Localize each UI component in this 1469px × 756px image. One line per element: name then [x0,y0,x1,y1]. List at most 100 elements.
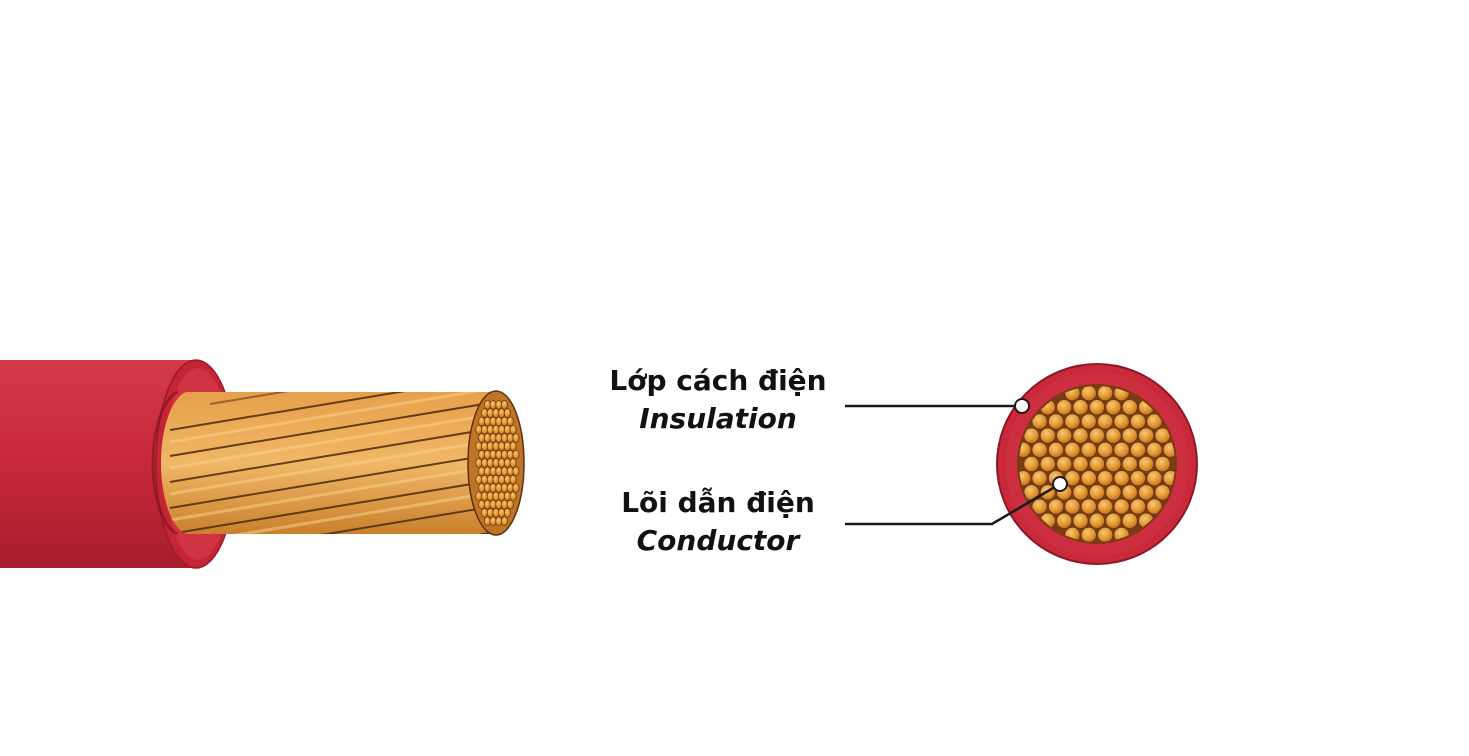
strand-end [503,441,511,452]
strand-end [478,499,486,510]
conductor-core [160,390,525,536]
strand-end [512,483,520,493]
strand [1056,512,1073,529]
strand [1130,470,1147,487]
strand-end [481,491,489,502]
strand-end [501,449,509,460]
strand-end [481,508,489,518]
strand-end [475,441,483,452]
strand-end [478,416,486,427]
leader-insulation [845,398,1030,414]
strand-end [495,499,503,510]
strand-end [509,424,517,435]
strand-end [495,433,503,443]
strand [1121,399,1138,416]
strand [1072,484,1089,501]
cable-side-view [0,359,525,569]
strand-end [489,466,497,477]
conductor-label-en: Conductor [636,524,800,557]
strand-end [506,483,514,493]
strand-end [498,508,506,518]
strand [1056,455,1073,472]
cable-cross-section [996,363,1198,565]
strand-end [489,433,497,443]
strand-end [495,483,503,493]
strand [1138,484,1155,501]
strand-end [475,474,483,485]
strand-end [489,416,497,427]
strand-end [509,491,517,502]
strand [1080,470,1097,487]
strand-end [489,516,497,527]
strand-end [498,441,506,452]
strand [1031,470,1048,487]
strand-end [492,441,500,452]
strand [1097,386,1114,402]
strand [1064,498,1081,515]
strand [1072,455,1089,472]
strand-end [509,441,517,452]
strand [1121,484,1138,501]
conductor-label-vi: Lõi dẫn điện [621,486,815,519]
strand [1105,399,1122,416]
strand-end [489,499,497,510]
strand-end [492,408,500,418]
strand-end [483,516,491,527]
strand-end [503,424,511,435]
strand [1146,441,1163,458]
strand [1080,526,1097,542]
strand-end [498,458,506,468]
strand [1031,413,1048,430]
strand-end [498,491,506,502]
strand [1105,512,1122,529]
strand [1080,441,1097,458]
strand-end [483,499,491,510]
strand-end [506,499,514,510]
strand [1048,413,1065,430]
strand [1064,413,1081,430]
strand-end [512,466,520,477]
insulation-label-vi: Lớp cách điện [609,364,827,397]
strand [1097,470,1114,487]
strand [1056,427,1073,444]
strand-end [481,474,489,485]
strand [1080,413,1097,430]
strand [1031,441,1048,458]
strand [1121,427,1138,444]
strand-end [481,424,489,435]
strand-end [501,433,509,443]
conductor-pointer-dot [1052,476,1068,492]
strand-end [506,449,514,460]
strand-end [489,483,497,493]
strand-end [475,491,483,502]
strand-end [486,458,494,468]
strand [1089,484,1106,501]
strand-ends [475,399,520,527]
strand [1113,441,1130,458]
strand-end [503,491,511,502]
strand [1023,455,1040,472]
strand-end [475,458,483,468]
strand [1072,399,1089,416]
strand-end [483,483,491,493]
strand [1097,413,1114,430]
strand-end [495,416,503,427]
strand [1105,455,1122,472]
strand-end [501,416,509,427]
strand-end [483,399,491,410]
strand [1089,512,1106,529]
strand-end [486,491,494,502]
strand-end [506,433,514,443]
conductor-label: Lõi dẫn điện Conductor [598,484,838,560]
insulation-pointer-dot [1014,398,1030,414]
strand-end [481,408,489,418]
strand-end [503,474,511,485]
strand-end [481,441,489,452]
strand [1130,413,1147,430]
strand-end [478,483,486,493]
strand [1113,413,1130,430]
strand [1138,427,1155,444]
strand-end [492,474,500,485]
strand-end [495,449,503,460]
